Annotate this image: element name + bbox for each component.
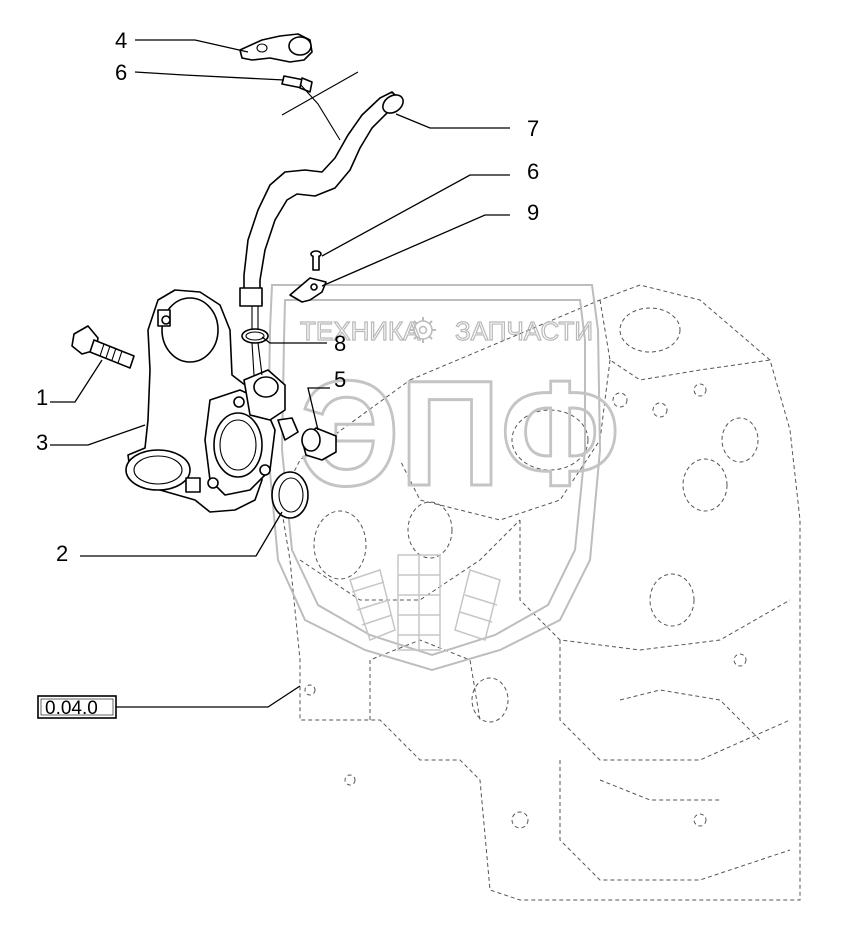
bolt-part-6-upper <box>281 75 313 93</box>
o-ring-part-8 <box>241 328 269 344</box>
watermark-logo-letters: ЭПФ <box>300 349 620 517</box>
engine-block-outline <box>279 284 801 901</box>
callout-3: 3 <box>36 430 48 455</box>
thermostat-housing <box>125 289 299 513</box>
reference-box-label: 0.04.0 <box>45 698 98 719</box>
callout-9: 9 <box>527 200 539 225</box>
callout-6-lower: 6 <box>527 159 539 184</box>
callout-6-upper: 6 <box>115 60 127 85</box>
clip-part-9 <box>289 277 327 303</box>
spigot-part-5 <box>301 427 337 461</box>
watermark-text-right: ЗАПЧАСТИ <box>455 316 593 346</box>
bolt-part-1 <box>71 325 135 369</box>
screw-part-6-lower <box>310 250 322 271</box>
reference-box: 0.04.0 <box>37 685 301 719</box>
assembly-guide-line-2 <box>299 83 341 141</box>
pipe-part-7 <box>239 91 404 307</box>
gear-icon <box>410 317 436 343</box>
leader-lines <box>50 39 510 557</box>
callout-2: 2 <box>56 541 68 566</box>
gasket-ring-part-2 <box>271 471 309 519</box>
callout-7: 7 <box>527 116 539 141</box>
watermark-bars <box>349 554 501 651</box>
callout-4: 4 <box>115 28 127 53</box>
pipe-phantom-line <box>251 306 263 376</box>
callout-8: 8 <box>334 331 346 356</box>
callout-1: 1 <box>36 385 48 410</box>
bracket-clamp-part-4 <box>239 33 313 63</box>
watermark-shield: ТЕХНИКА ЗАПЧАСТИ ЭПФ <box>266 284 622 672</box>
watermark-text-left: ТЕХНИКА <box>300 316 421 346</box>
callout-5: 5 <box>334 367 346 392</box>
assembly-guide-line <box>281 71 359 116</box>
